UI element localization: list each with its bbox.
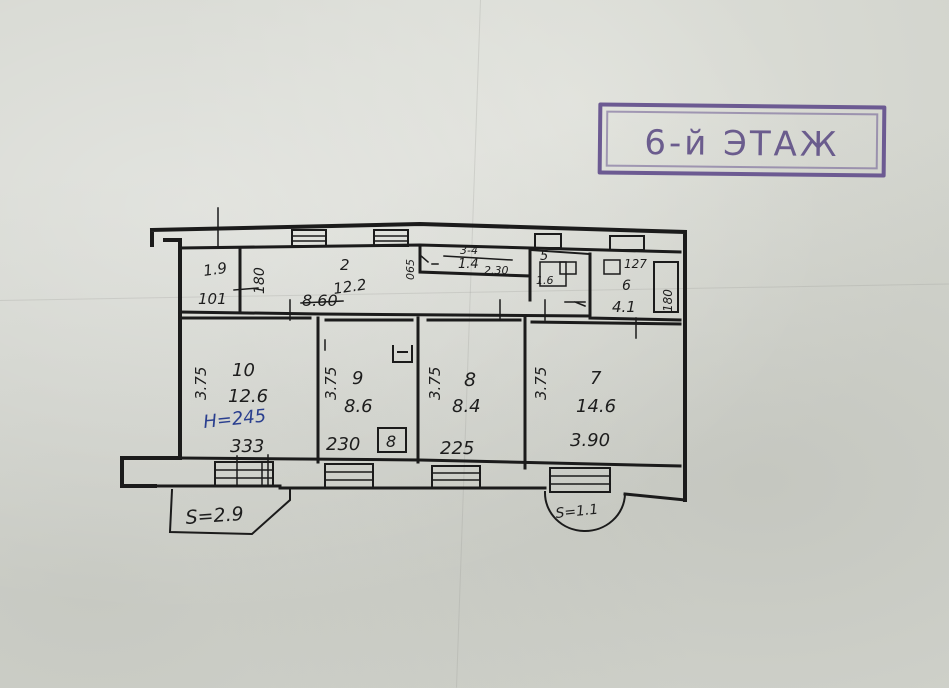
dim-180-a: 180 [252,267,268,294]
ceiling-height: H=245 [202,406,267,433]
balcony-right [543,490,627,532]
wall-10-right [178,316,682,326]
dim-860: 8.60 [302,291,338,310]
room-7-area: 14.6 [576,396,616,417]
wall-wc [418,246,532,302]
room-8-number: 8 [464,369,476,391]
dim-180-b: 180 [661,289,675,312]
fixture [559,261,577,275]
room-3-4-area: 1.4 [458,257,479,272]
room-2-number: 2 [340,256,350,274]
outer-wall-left [120,238,182,488]
room-3-4-number: 3-4 [460,244,478,257]
dim-333: 333 [230,436,264,457]
window-bottom [431,465,481,489]
wall-5-6 [588,252,682,322]
door-mark [564,301,586,307]
stove [377,427,407,453]
window-top [373,229,409,247]
room-1-area: 1.9 [202,259,228,280]
dim-101: 101 [198,290,227,308]
room-6-number: 6 [622,278,631,294]
dim-375-room8: 3.75 [426,367,444,400]
inner-wall-top [178,243,682,254]
window-bottom [549,467,611,493]
window-top [609,235,645,251]
room-6-area: 4.1 [612,298,636,316]
room-2-area: 12.2 [332,275,368,297]
window-bottom [324,463,374,489]
dim-tick [236,454,269,487]
room-9-area: 8.6 [344,396,373,417]
window-top [291,229,327,247]
dim-375-room7: 3.75 [532,367,550,400]
dim-375-room9: 3.75 [322,367,340,400]
balcony-right-area: S=1.1 [555,502,599,522]
dim-tick [289,253,637,351]
balcony-left [168,487,291,536]
dim-230-corridor: 2.30 [484,264,509,277]
room-7-number: 7 [590,368,602,389]
room-5-area: 1.6 [536,274,554,287]
dim-375-room10: 3.75 [192,367,210,400]
room-5-number: 5 [540,249,548,264]
dim-tick [217,207,513,304]
fixture [603,259,621,275]
room-8-area: 8.4 [452,396,481,417]
window-top [534,233,562,249]
wall-5 [528,248,592,256]
balcony-left-area: S=2.9 [185,503,245,529]
room-10-area: 12.6 [228,386,268,407]
sink [392,345,413,363]
wall-rooms-bottom [178,456,682,468]
dim-390: 3.90 [570,430,610,451]
room-10-number: 10 [232,360,255,381]
outer-wall-top [149,221,687,502]
window-bottom [214,461,274,487]
dim-127: 127 [624,257,647,271]
bath [653,261,679,313]
dim-065: 065 [404,259,417,280]
dim-230: 230 [326,434,360,455]
stove-label: 8 [386,432,396,451]
room-9-number: 9 [352,368,363,389]
dim-225: 225 [440,438,474,459]
